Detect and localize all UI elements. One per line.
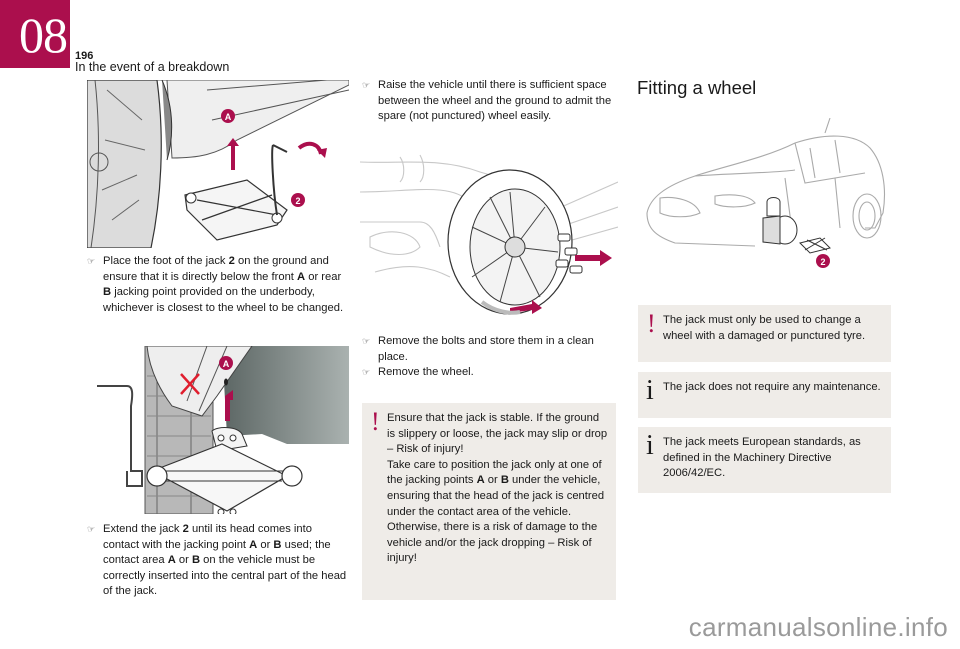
jack-number-label: 2	[295, 196, 300, 206]
section-title: In the event of a breakdown	[75, 60, 230, 74]
watermark: carmanualsonline.info	[688, 612, 948, 642]
wheel-removal-illustration	[360, 152, 618, 316]
jack-number-marker	[291, 193, 305, 207]
jack-head-contact-drawing: A	[87, 346, 349, 514]
warning-jack-use: ! The jack must only be used to change a…	[638, 305, 891, 362]
info-jack-maintenance: i The jack does not require any maintena…	[638, 372, 891, 418]
step-extend-jack: ☞ Extend the jack 2 until its head comes…	[87, 523, 347, 598]
car-wheel-fitting-illustration: 2	[635, 118, 893, 278]
point-a-label: A	[223, 359, 230, 369]
step-place-jack: ☞ Place the foot of the jack 2 on the gr…	[87, 255, 344, 314]
point-a-marker	[221, 109, 235, 123]
point-a-marker	[219, 356, 233, 370]
wheel-bolts-drawing	[360, 152, 618, 316]
warning-jack-stability: ! Ensure that the jack is stable. If the…	[362, 403, 616, 600]
jack-under-car-drawing: A 2	[87, 80, 349, 248]
info-icon: i	[646, 375, 654, 406]
chapter-number: 08	[19, 7, 68, 63]
step-bullet-icon: ☞	[87, 256, 96, 266]
jack-number-label: 2	[820, 257, 825, 267]
jack-positioning-illustration: A 2	[87, 80, 349, 248]
point-a-label: A	[225, 112, 232, 122]
fitting-wheel-heading: Fitting a wheel	[637, 77, 757, 98]
info-icon: i	[646, 430, 654, 461]
step-bullet-icon: ☞	[362, 367, 371, 378]
page-number: 196	[75, 50, 94, 62]
step-bullet-icon: ☞	[362, 336, 371, 346]
step-raise-vehicle: ☞ Raise the vehicle until there is suffi…	[362, 79, 612, 123]
car-on-jack-drawing: 2	[635, 118, 893, 278]
step-bullet-icon: ☞	[362, 80, 371, 90]
step-bullet-icon: ☞	[87, 524, 96, 534]
step-remove-bolts: ☞ Remove the bolts and store them in a c…	[362, 334, 620, 381]
info-jack-standards: i The jack meets European standards, as …	[638, 427, 891, 493]
jack-extension-illustration: A	[87, 346, 349, 514]
jack-number-marker	[816, 254, 830, 268]
warning-exclamation-icon: !	[647, 309, 656, 338]
warning-exclamation-icon: !	[371, 407, 380, 436]
chapter-tab: 08	[0, 0, 70, 68]
